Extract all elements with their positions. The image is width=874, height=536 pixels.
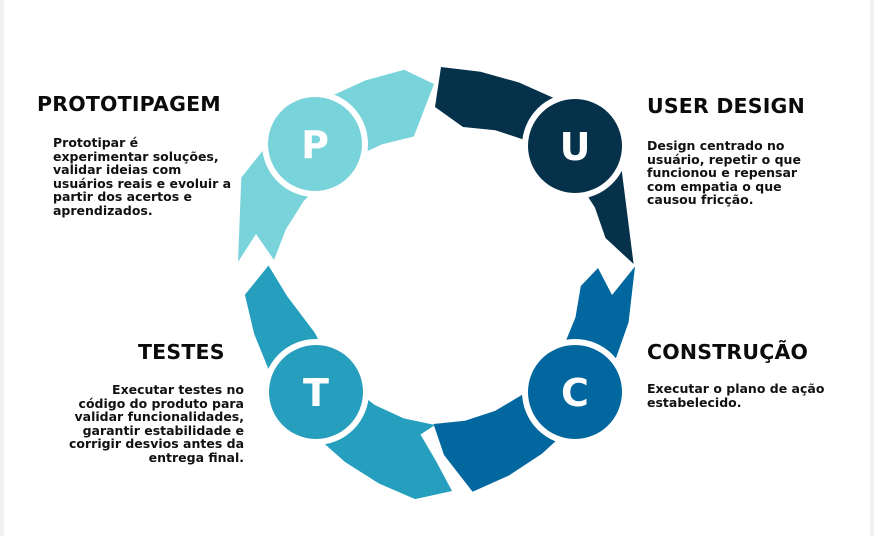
heading-user-design: USER DESIGN	[647, 94, 805, 118]
circle-letter-t: T	[303, 371, 329, 415]
diagram-canvas: P U C T PROTOTIPAGEM Prototipar é experi…	[4, 0, 870, 536]
description-user-design: Design centrado no usuário, repetir o qu…	[647, 138, 801, 208]
circle-testes-fill	[269, 345, 363, 439]
circle-letter-u: U	[560, 125, 591, 169]
description-prototipagem: Prototipar é experimentar soluções, vali…	[53, 135, 232, 218]
circle-user-design-fill	[528, 99, 622, 193]
arrow-segment-testes	[244, 265, 452, 500]
description-construcao: Executar o plano de ação estabelecido.	[647, 381, 825, 410]
cycle-diagram: P U C T	[238, 67, 635, 500]
circle-letter-p: P	[301, 123, 329, 167]
arrow-segment-user-design	[435, 67, 634, 264]
description-testes: Executar testes no código do produto par…	[69, 382, 244, 465]
circle-construcao-fill	[528, 345, 622, 439]
circle-prototipagem-fill	[268, 97, 362, 191]
heading-testes: TESTES	[138, 340, 225, 364]
arrow-segment-construcao	[433, 266, 635, 492]
heading-prototipagem: PROTOTIPAGEM	[37, 92, 221, 116]
circle-letter-c: C	[561, 371, 589, 415]
heading-construcao: CONSTRUÇÃO	[647, 340, 809, 364]
